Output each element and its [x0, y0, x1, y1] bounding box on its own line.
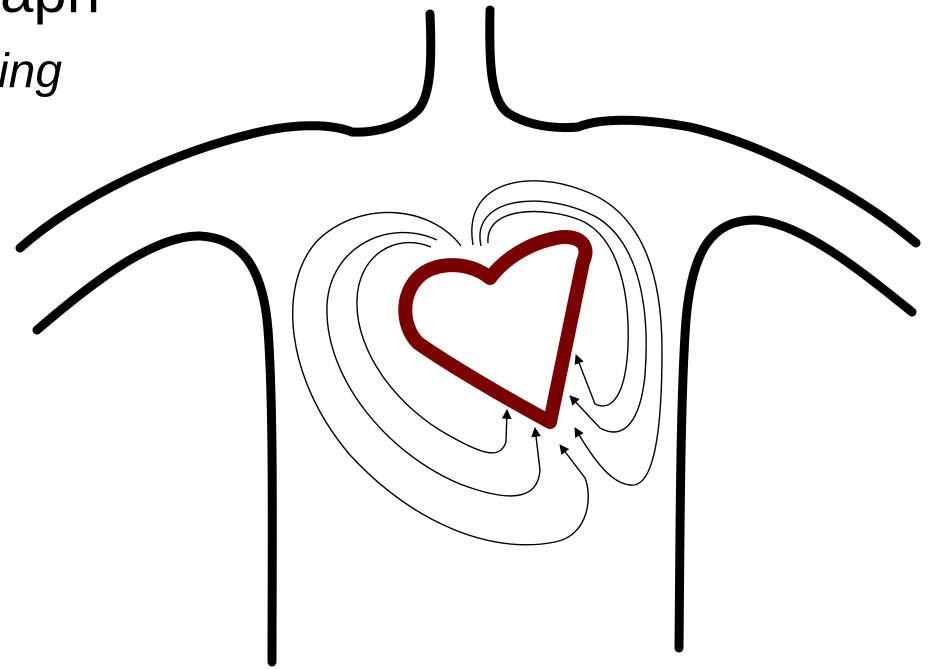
left-side-line: [37, 236, 272, 662]
torso-outline: [20, 10, 916, 662]
left-shoulder-line: [20, 126, 352, 248]
heart-icon: [405, 237, 585, 422]
right-side-line: [679, 220, 912, 648]
neck-right-line: [490, 10, 578, 128]
neck-left-line: [352, 14, 431, 132]
field-lines: [293, 181, 662, 545]
